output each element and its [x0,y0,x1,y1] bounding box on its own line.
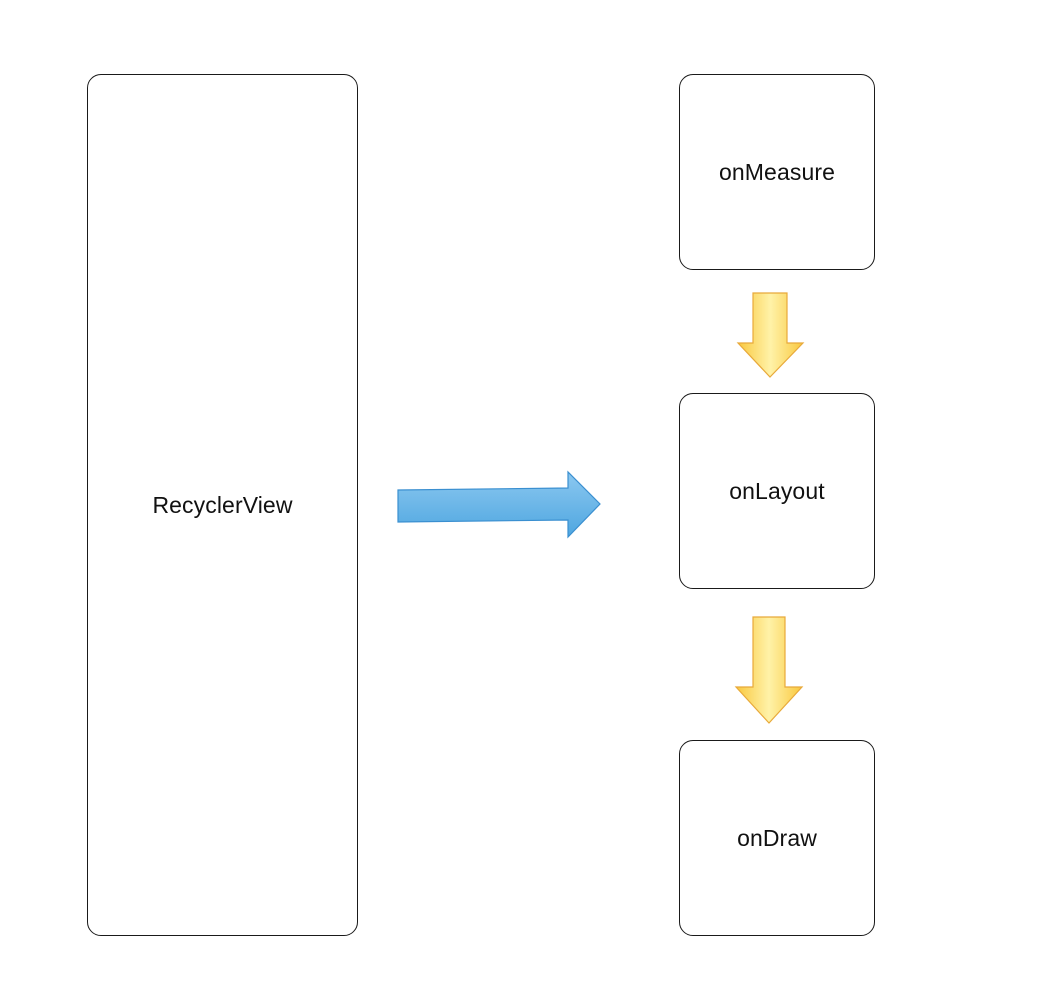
down-arrow-shape [734,616,804,724]
down-arrow-icon [736,292,805,378]
down-arrow-icon [734,616,804,724]
onlayout-box: onLayout [679,393,875,589]
right-arrow-icon [397,470,601,539]
ondraw-box: onDraw [679,740,875,936]
right-arrow-shape [397,470,601,539]
onlayout-label: onLayout [729,477,825,504]
onmeasure-label: onMeasure [719,158,835,185]
onmeasure-box: onMeasure [679,74,875,270]
recyclerview-label: RecyclerView [152,491,293,518]
recyclerview-box: RecyclerView [87,74,358,936]
down-arrow-shape [736,292,805,378]
ondraw-label: onDraw [737,824,817,851]
